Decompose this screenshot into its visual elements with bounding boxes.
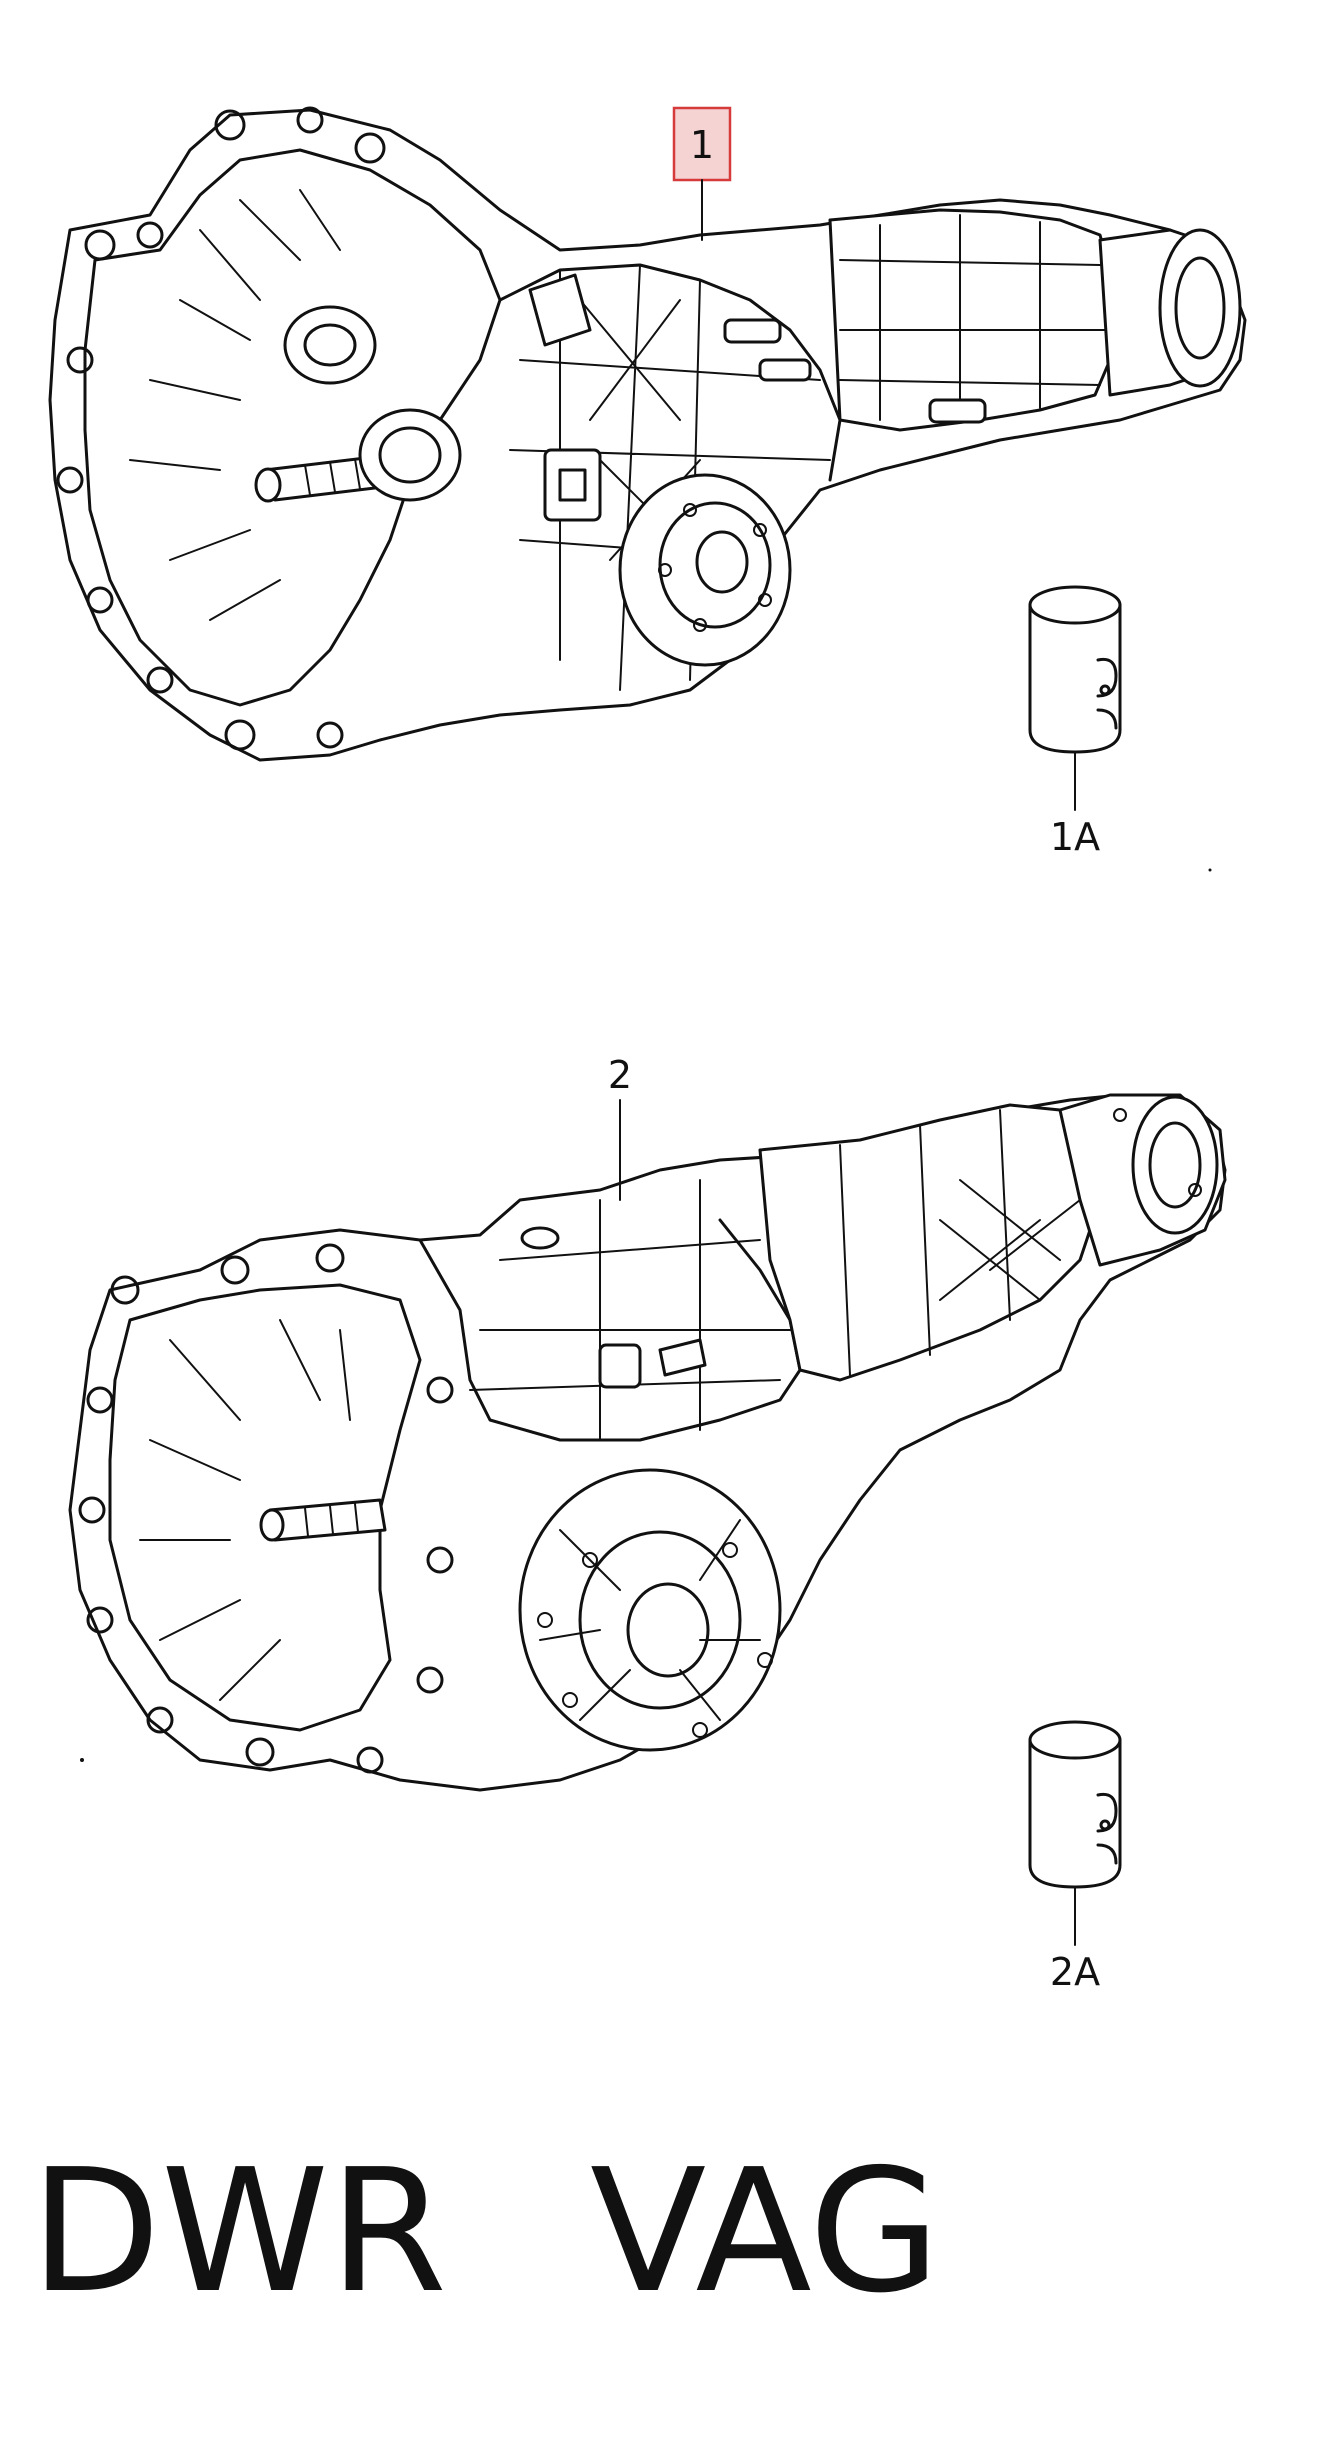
transmission-2-drawing[interactable]	[68, 1093, 1227, 1792]
callout-1-label: 1	[690, 123, 714, 167]
callout-1a-label[interactable]: 1A	[1050, 815, 1100, 859]
callout-2a-label[interactable]: 2A	[1050, 1950, 1100, 1994]
maker-code-text: VAG	[590, 2133, 940, 2331]
callout-part-2[interactable]: 2	[608, 1053, 632, 1201]
speck	[80, 1758, 84, 1762]
highlight-box	[672, 106, 732, 182]
transmission-code-text: DWR	[30, 2133, 447, 2331]
oil-bottle-2a-drawing[interactable]	[1028, 1720, 1122, 1946]
oil-bottle-1a-drawing[interactable]	[1028, 585, 1122, 811]
callout-part-1[interactable]: 1	[672, 106, 732, 241]
speck	[1208, 868, 1212, 872]
callout-2-label: 2	[608, 1053, 632, 1097]
transmission-1-drawing[interactable]	[48, 106, 1247, 762]
